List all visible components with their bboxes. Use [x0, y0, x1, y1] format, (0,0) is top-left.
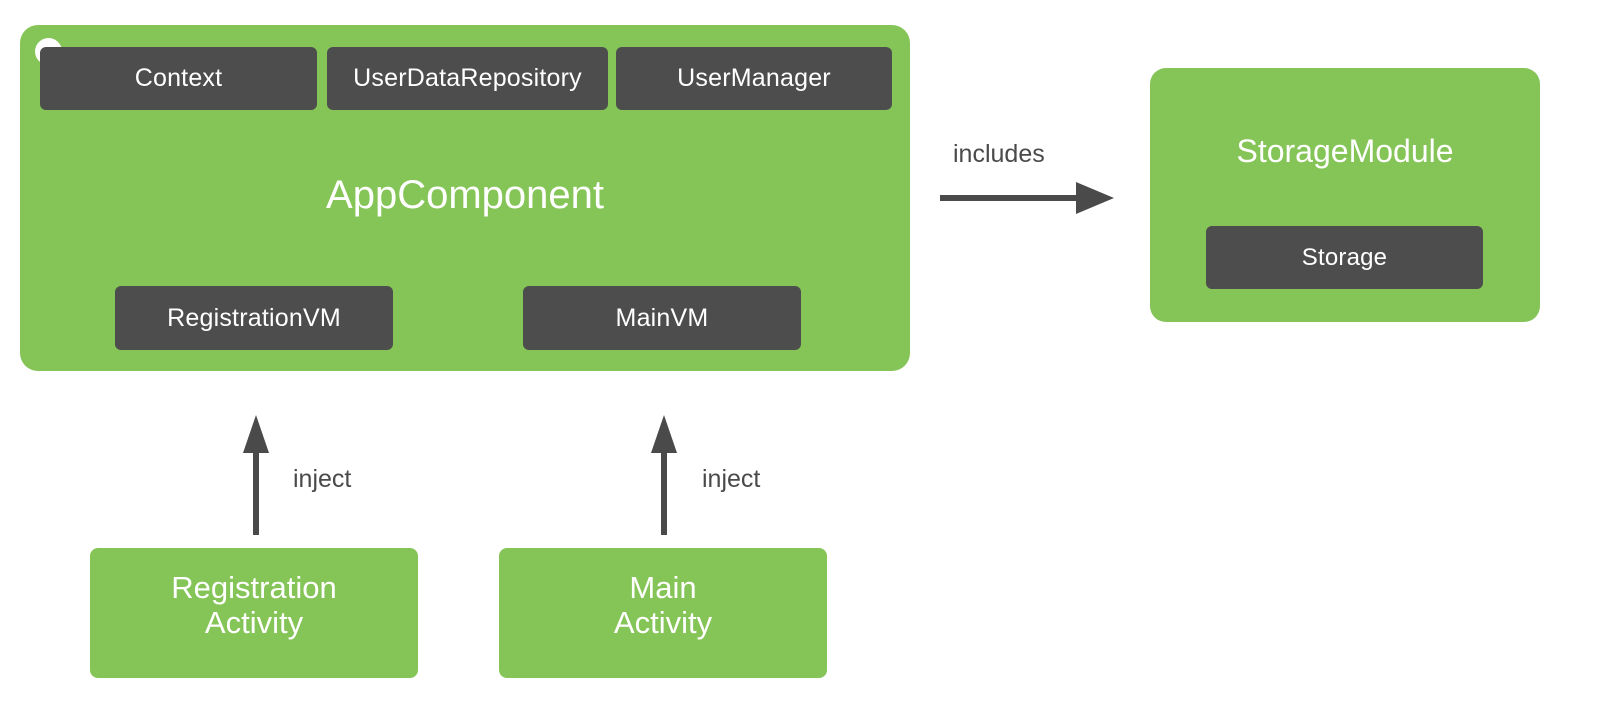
dependency-chip-user-manager: UserManager	[616, 47, 892, 110]
edge-label-inject-main: inject	[702, 465, 761, 493]
dependency-chip-user-data-repository: UserDataRepository	[327, 47, 608, 110]
dependency-chip-storage: Storage	[1206, 226, 1483, 289]
dependency-chip-registration-vm: RegistrationVM	[115, 286, 393, 350]
inject-arrow-registration-icon	[243, 415, 269, 535]
dependency-chip-context: Context	[40, 47, 317, 110]
inject-arrow-main-icon	[651, 415, 677, 535]
app-component-label: AppComponent	[326, 173, 604, 217]
edge-label-inject-registration: inject	[293, 465, 352, 493]
registration-activity-label: Registration Activity	[171, 570, 337, 640]
storage-module-label: StorageModule	[1236, 133, 1454, 169]
edge-label-includes: includes	[953, 140, 1045, 168]
main-activity-node	[499, 548, 827, 678]
registration-activity-node	[90, 548, 418, 678]
dependency-chip-main-vm: MainVM	[523, 286, 801, 350]
includes-arrow-icon	[940, 182, 1114, 214]
main-activity-label: Main Activity	[613, 570, 713, 640]
